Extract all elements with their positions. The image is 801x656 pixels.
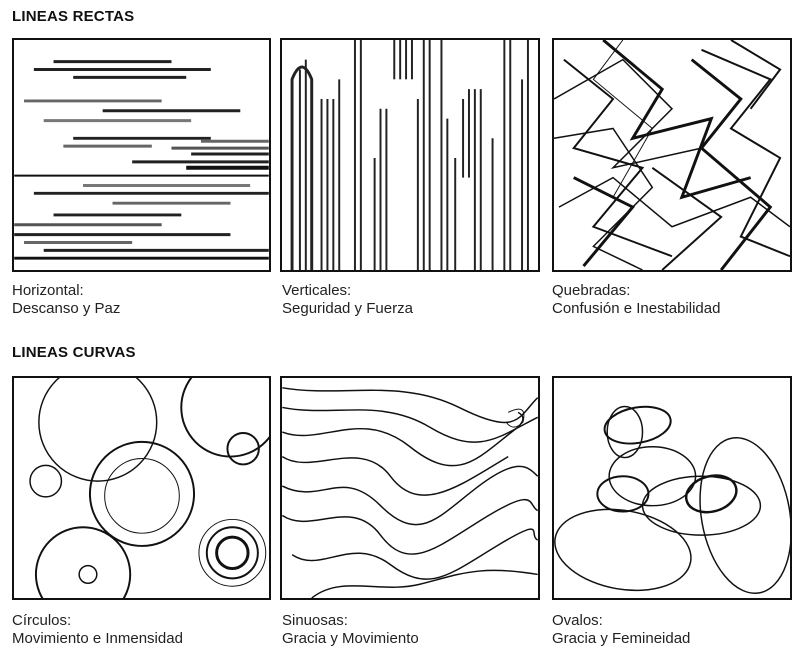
vertical-lines-drawing xyxy=(290,40,529,270)
circles-drawing xyxy=(29,378,269,598)
caption-quebradas-line2: Confusión e Inestabilidad xyxy=(552,300,721,317)
section-title-rectas: LINEAS RECTAS xyxy=(12,8,135,25)
panel-sinuosas xyxy=(280,376,540,600)
caption-horizontal-line1: Horizontal: xyxy=(12,282,84,299)
caption-circulos: Círculos: Movimiento e Inmensidad xyxy=(12,612,183,648)
caption-horizontal: Horizontal: Descanso y Paz xyxy=(12,282,120,318)
caption-sinuosas: Sinuosas: Gracia y Movimiento xyxy=(282,612,419,648)
caption-sinuosas-line1: Sinuosas: xyxy=(282,612,348,629)
panel-circulos xyxy=(12,376,271,600)
caption-quebradas: Quebradas: Confusión e Inestabilidad xyxy=(552,282,720,318)
ovals-drawing xyxy=(554,405,790,594)
caption-verticales-line1: Verticales: xyxy=(282,282,352,299)
wavy-lines-drawing xyxy=(282,387,538,598)
caption-ovalos-line1: Ovalos: xyxy=(552,612,603,629)
caption-verticales-line2: Seguridad y Fuerza xyxy=(282,300,413,317)
caption-sinuosas-line2: Gracia y Movimiento xyxy=(282,630,419,647)
caption-circulos-line1: Círculos: xyxy=(12,612,72,629)
zigzag-lines-drawing xyxy=(554,40,790,270)
panel-ovalos xyxy=(552,376,792,600)
panel-verticales xyxy=(280,38,540,272)
caption-horizontal-line2: Descanso y Paz xyxy=(12,300,121,317)
caption-quebradas-line1: Quebradas: xyxy=(552,282,631,299)
panel-quebradas xyxy=(552,38,792,272)
caption-verticales: Verticales: Seguridad y Fuerza xyxy=(282,282,413,318)
panel-horizontal xyxy=(12,38,271,272)
caption-ovalos: Ovalos: Gracia y Femineidad xyxy=(552,612,690,648)
section-title-curvas: LINEAS CURVAS xyxy=(12,344,136,361)
horizontal-lines-drawing xyxy=(14,60,269,260)
caption-circulos-line2: Movimiento e Inmensidad xyxy=(12,630,183,647)
caption-ovalos-line2: Gracia y Femineidad xyxy=(552,630,691,647)
